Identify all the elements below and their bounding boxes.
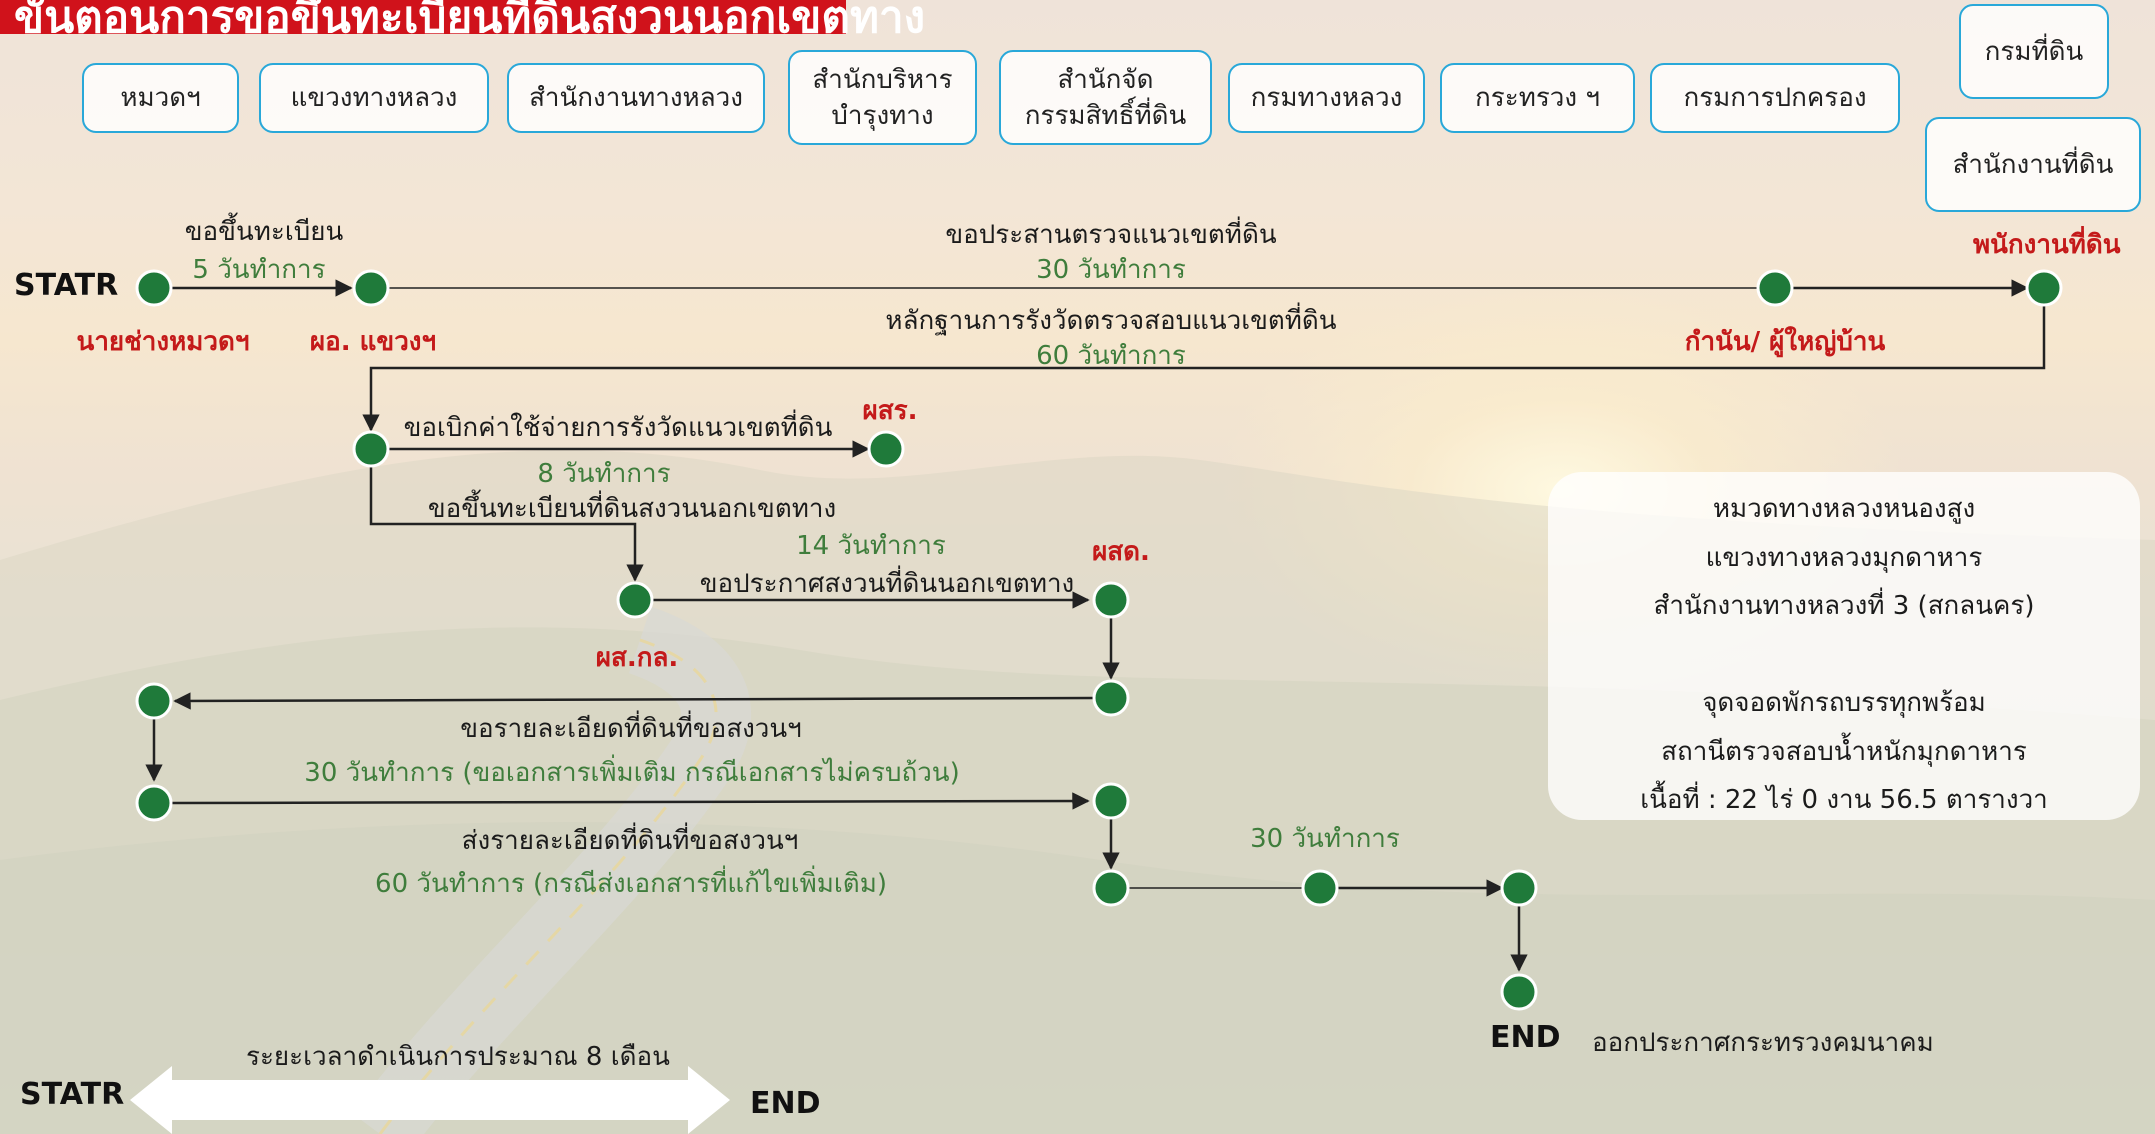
duration-label-4: 8 วันทำการ (537, 459, 671, 489)
flow-node-9 (1092, 679, 1130, 717)
actor-label-3: กำนัน/ ผู้ใหญ่บ้าน (1684, 327, 1886, 357)
info-line-7: เนื้อที่ : 22 ไร่ 0 งาน 56.5 ตารางวา (1640, 785, 2048, 815)
duration-label-7: 30 วันทำการ (ขอเอกสารเพิ่มเติม กรณีเอกสา… (304, 758, 960, 788)
info-line-5: จุดจอดพักรถบรรทุกพร้อม (1702, 688, 1986, 718)
edge-11 (170, 792, 1090, 810)
actor-label-1: นายช่างหมวดฯ (76, 327, 250, 357)
step-label-3: หลักฐานการรังวัดตรวจสอบแนวเขตที่ดิน (885, 306, 1337, 336)
flow-node-7 (616, 581, 654, 619)
step-label-7: ขอรายละเอียดที่ดินที่ขอสงวนฯ (460, 714, 802, 744)
info-line-1: หมวดทางหลวงหนองสูง (1712, 494, 1976, 524)
agency-label-8: กรมการปกครอง (1683, 83, 1867, 113)
step-label-10: ออกประกาศกระทรวงคมนาคม (1592, 1028, 1934, 1058)
actor-label-7: ผส.กล. (595, 643, 679, 673)
flow-node-4 (2025, 269, 2063, 307)
agency-box-4: สำนักบริหาร บำรุงทาง (788, 50, 977, 145)
info-line-3: สำนักงานทางหลวงที่ 3 (สกลนคร) (1653, 591, 2035, 621)
actor-label-5: ผสร. (862, 396, 918, 426)
edge-4 (362, 305, 2046, 432)
edge-6 (369, 466, 644, 582)
flow-node-8 (1092, 581, 1130, 619)
actor-label-4: พนักงานที่ดิน (1973, 230, 2121, 260)
agency-box-10: สำนักงานที่ดิน (1925, 117, 2141, 212)
duration-label-3: 60 วันทำการ (1036, 341, 1186, 371)
page-title: ขั้นตอนการขอขึ้นทะเบียนที่ดินสงวนนอกเขตท… (14, 0, 926, 43)
project-info-box: หมวดทางหลวงหนองสูง แขวงทางหลวงมุกดาหาร ส… (1548, 472, 2140, 820)
agency-box-7: กระทรวง ฯ (1440, 63, 1635, 133)
duration-label-5: 14 วันทำการ (796, 531, 946, 561)
agency-box-3: สำนักงานทางหลวง (507, 63, 765, 133)
duration-label-8: 60 วันทำการ (กรณีส่งเอกสารที่แก้ไขเพิ่มเ… (375, 869, 887, 899)
step-label-1: ขอขึ้นทะเบียน (184, 217, 344, 247)
agency-label-2: แขวงทางหลวง (290, 83, 458, 113)
flow-node-12 (1092, 782, 1130, 820)
agency-label-1: หมวดฯ (120, 83, 201, 113)
agency-label-6: กรมทางหลวง (1250, 83, 1403, 113)
info-line-6: สถานีตรวจสอบน้ำหนักมุกดาหาร (1661, 737, 2027, 767)
agency-box-1: หมวดฯ (82, 63, 239, 133)
agency-box-9: กรมที่ดิน (1959, 4, 2109, 99)
duration-arrow (130, 1066, 730, 1134)
step-label-8: ส่งรายละเอียดที่ดินที่ขอสงวนฯ (461, 826, 799, 856)
agency-box-2: แขวงทางหลวง (259, 63, 489, 133)
flow-node-5 (352, 430, 390, 468)
flow-node-14 (1301, 869, 1339, 907)
agency-label-9: กรมที่ดิน (1984, 36, 2084, 67)
duration-label: ระยะเวลาดำเนินการประมาณ 8 เดือน (246, 1042, 670, 1072)
flow-node-2 (352, 269, 390, 307)
actor-label-2: ผอ. แขวงฯ (309, 327, 437, 357)
agency-box-6: กรมทางหลวง (1228, 63, 1425, 133)
step-label-5: ขอขึ้นทะเบียนที่ดินสงวนนอกเขตทาง (427, 494, 837, 524)
duration-label-9: 30 วันทำการ (1250, 824, 1400, 854)
duration-end-label: END (750, 1086, 821, 1121)
step-label-4: ขอเบิกค่าใช้จ่ายการรังวัดแนวเขตที่ดิน (403, 413, 833, 443)
end-label: END (1490, 1020, 1561, 1055)
flow-node-16 (1500, 973, 1538, 1011)
info-line-2: แขวงทางหลวงมุกดาหาร (1705, 543, 1983, 573)
start-label: STATR (14, 268, 119, 303)
agency-label-4: สำนักบริหาร บำรุงทาง (812, 64, 953, 131)
agency-label-7: กระทรวง ฯ (1475, 83, 1600, 113)
agency-label-10: สำนักงานที่ดิน (1952, 149, 2114, 180)
duration-label-1: 5 วันทำการ (192, 255, 326, 285)
flow-node-11 (135, 784, 173, 822)
agency-label-3: สำนักงานทางหลวง (529, 83, 743, 113)
flow-node-15 (1500, 869, 1538, 907)
flow-node-6 (867, 430, 905, 468)
flow-node-10 (135, 682, 173, 720)
duration-label-2: 30 วันทำการ (1036, 255, 1186, 285)
agency-box-8: กรมการปกครอง (1650, 63, 1900, 133)
duration-start-label: STATR (20, 1077, 125, 1112)
step-label-2: ขอประสานตรวจแนวเขตที่ดิน (945, 220, 1277, 250)
agency-label-5: สำนักจัด กรรมสิทธิ์ที่ดิน (1024, 64, 1187, 131)
title-banner (0, 0, 846, 34)
agency-box-5: สำนักจัด กรรมสิทธิ์ที่ดิน (999, 50, 1212, 145)
edge-9 (173, 692, 1095, 710)
step-label-6: ขอประกาศสงวนที่ดินนอกเขตทาง (699, 569, 1075, 599)
flow-node-13 (1092, 869, 1130, 907)
flow-node-1 (135, 269, 173, 307)
actor-label-6: ผสด. (1092, 537, 1150, 567)
flow-node-3 (1756, 269, 1794, 307)
